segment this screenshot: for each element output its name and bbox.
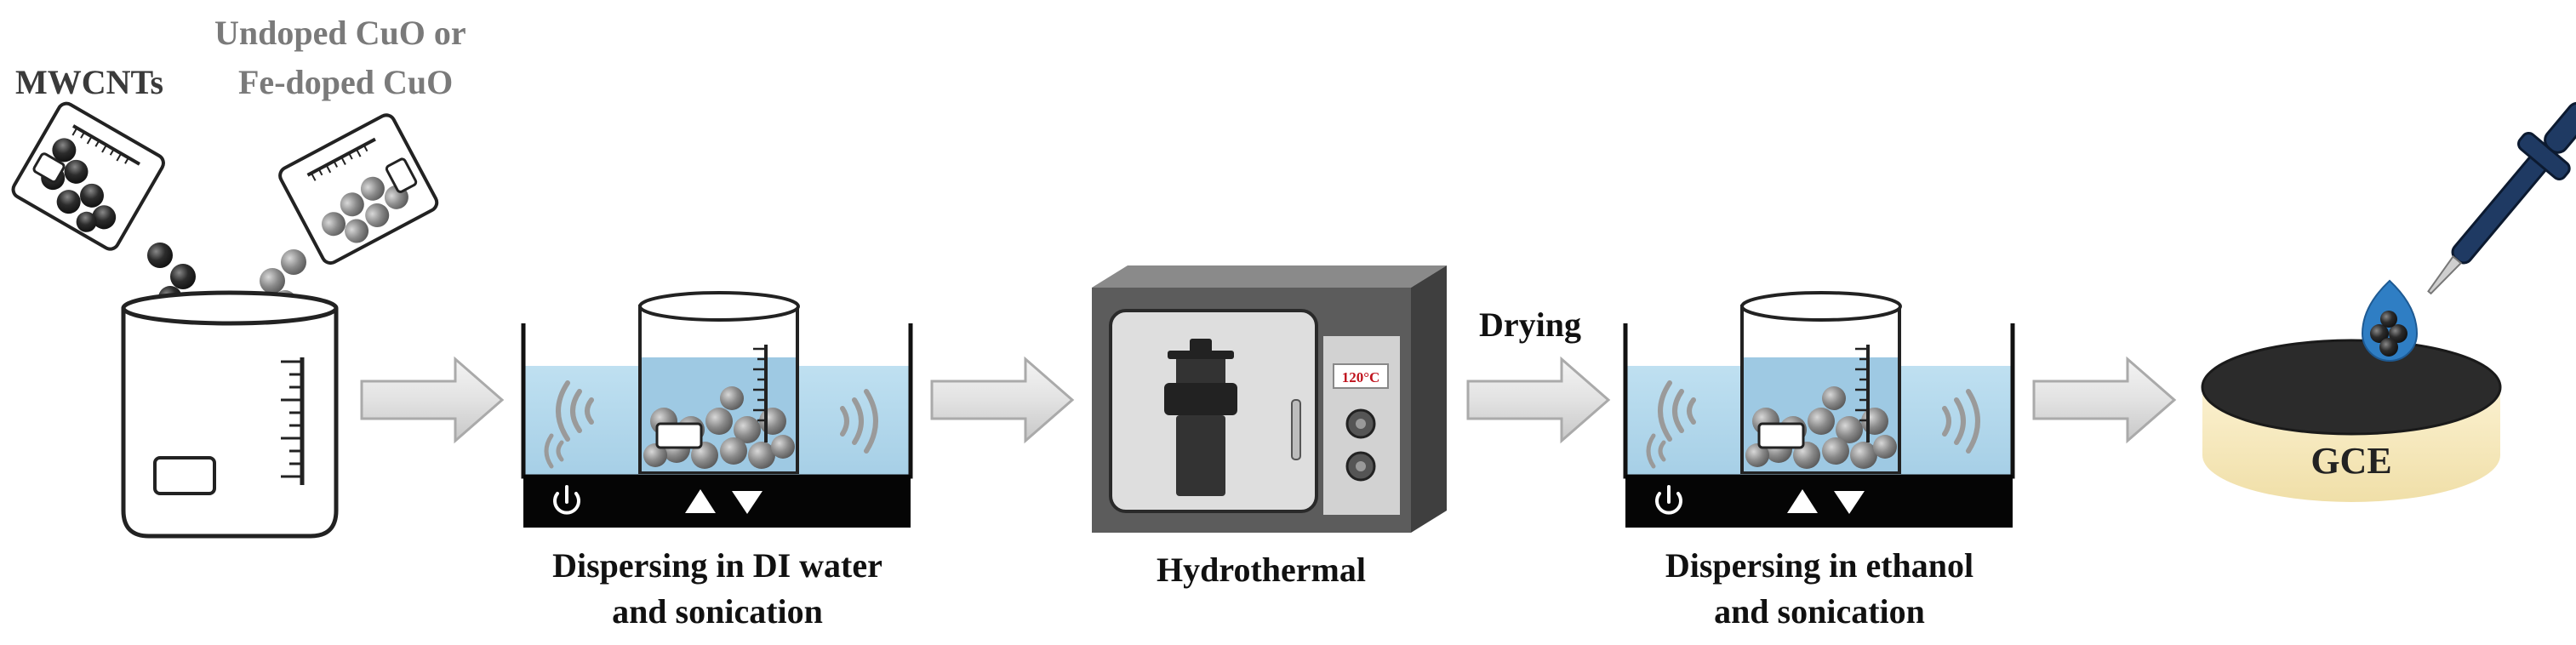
sonicator-di-water [521,291,913,528]
sound-wave-icon [544,433,564,469]
dropper-icon [2361,101,2576,362]
cuo-pouring-beaker [278,113,439,265]
dispersed-particles [643,386,795,469]
receiving-beaker [121,290,339,539]
triangle-down-icon [1834,491,1865,514]
step3-label-line2: and sonication [1714,592,1925,631]
oven-temperature-display: 120°C [1342,369,1380,385]
sound-wave-icon [1942,389,1980,454]
power-icon [1655,485,1682,515]
process-arrow-3 [1466,356,1611,444]
mwcnts-pouring-beaker [11,101,165,251]
sound-wave-icon [556,380,594,442]
process-arrow-2 [930,356,1075,444]
sound-wave-icon [1646,433,1666,469]
step3-label-line1: Dispersing in ethanol [1665,546,1973,585]
hydrothermal-oven: 120°C [1092,265,1447,533]
triangle-up-icon [1787,489,1818,513]
triangle-up-icon [685,489,716,513]
process-arrow-1 [360,356,505,444]
process-arrow-4 [2032,356,2177,444]
cuo-label-line2: Fe-doped CuO [238,63,453,101]
drying-label: Drying [1479,305,1581,344]
oven-knob-icon [1345,408,1376,439]
liquid-drop [2361,279,2419,362]
step1-label-line1: Dispersing in DI water [552,546,882,585]
triangle-down-icon [732,491,763,514]
autoclave-icon [1164,339,1237,496]
sonicator-ethanol [1623,291,2015,528]
cuo-label-line1: Undoped CuO or [214,14,466,52]
sound-wave-icon [1658,380,1696,442]
power-icon [553,485,580,515]
gce-electrode [2201,339,2502,502]
gce-label: GCE [2310,440,2391,482]
mwcnts-label: MWCNTs [15,63,163,101]
step1-label-line2: and sonication [612,592,823,631]
sound-wave-icon [840,389,878,454]
step2-label: Hydrothermal [1157,551,1366,589]
oven-knob-icon [1345,451,1376,482]
